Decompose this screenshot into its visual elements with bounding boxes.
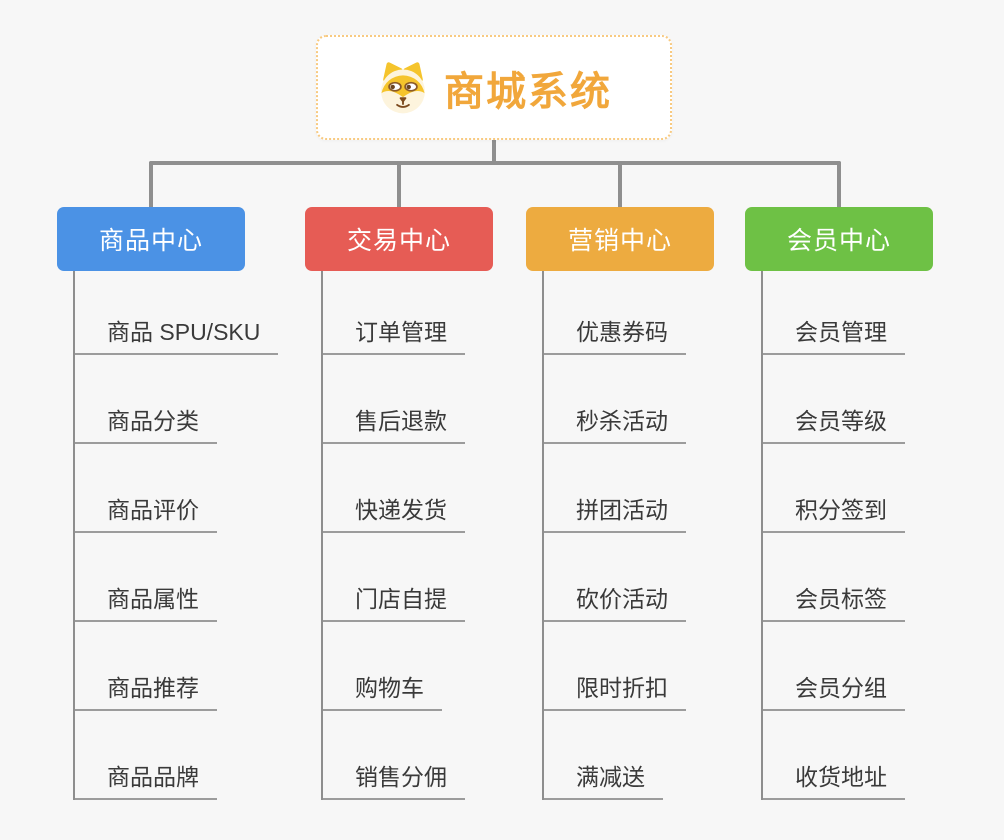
mindmap-node[interactable]: 优惠券码 — [544, 271, 686, 355]
branch-label: 商品中心 — [98, 227, 203, 255]
root-title: 商城系统 — [444, 69, 612, 114]
branch-label: 交易中心 — [346, 227, 451, 255]
branch-items-marketing-center: 优惠券码 秒杀活动 拼团活动 砍价活动 限时折扣 满减送 — [542, 271, 686, 800]
mindmap-node[interactable]: 商品品牌 — [75, 711, 217, 800]
branch-items-member-center: 会员管理 会员等级 积分签到 会员标签 会员分组 收货地址 — [761, 271, 905, 800]
mindmap-node[interactable]: 砍价活动 — [544, 533, 686, 622]
branch-header-marketing-center[interactable]: 营销中心 — [526, 207, 714, 271]
mindmap-node[interactable]: 满减送 — [544, 711, 663, 800]
mindmap-node[interactable]: 商品 SPU/SKU — [75, 271, 279, 355]
root-node[interactable]: 商城系统 — [316, 35, 672, 140]
connector-root-stub — [492, 139, 496, 165]
mindmap-node[interactable]: 积分签到 — [763, 444, 905, 533]
mindmap-node[interactable]: 门店自提 — [323, 533, 465, 622]
mindmap-node[interactable]: 商品推荐 — [75, 622, 217, 711]
connector-drop-member — [837, 161, 841, 209]
branch-label: 会员中心 — [786, 227, 891, 255]
mindmap-node[interactable]: 会员分组 — [763, 622, 905, 711]
connector-bus — [149, 161, 841, 165]
mindmap-node[interactable]: 会员标签 — [763, 533, 905, 622]
branch-items-product-center: 商品 SPU/SKU 商品分类 商品评价 商品属性 商品推荐 商品品牌 — [73, 271, 279, 800]
mindmap-node[interactable]: 商品评价 — [75, 444, 217, 533]
mindmap-node[interactable]: 商品属性 — [75, 533, 217, 622]
mindmap-node[interactable]: 快递发货 — [323, 444, 465, 533]
mindmap-node[interactable]: 拼团活动 — [544, 444, 686, 533]
mindmap-node[interactable]: 限时折扣 — [544, 622, 686, 711]
mindmap-node[interactable]: 销售分佣 — [323, 711, 465, 800]
branch-label: 营销中心 — [567, 227, 672, 255]
branch-items-trade-center: 订单管理 售后退款 快递发货 门店自提 购物车 销售分佣 — [321, 271, 465, 800]
branch-header-member-center[interactable]: 会员中心 — [745, 207, 933, 271]
mindmap-node[interactable]: 收货地址 — [763, 711, 905, 800]
connector-drop-marketing — [618, 161, 622, 209]
branch-header-trade-center[interactable]: 交易中心 — [305, 207, 493, 271]
connector-drop-trade — [397, 161, 401, 209]
mindmap-node[interactable]: 秒杀活动 — [544, 355, 686, 444]
mindmap-node[interactable]: 购物车 — [323, 622, 442, 711]
mindmap-node[interactable]: 订单管理 — [323, 271, 465, 355]
branch-header-product-center[interactable]: 商品中心 — [57, 207, 245, 271]
mindmap-node[interactable]: 会员等级 — [763, 355, 905, 444]
mindmap-node[interactable]: 售后退款 — [323, 355, 465, 444]
mindmap-node[interactable]: 商品分类 — [75, 355, 217, 444]
connector-drop-product — [149, 161, 153, 209]
dog-face-icon — [381, 61, 425, 113]
mindmap-node[interactable]: 会员管理 — [763, 271, 905, 355]
